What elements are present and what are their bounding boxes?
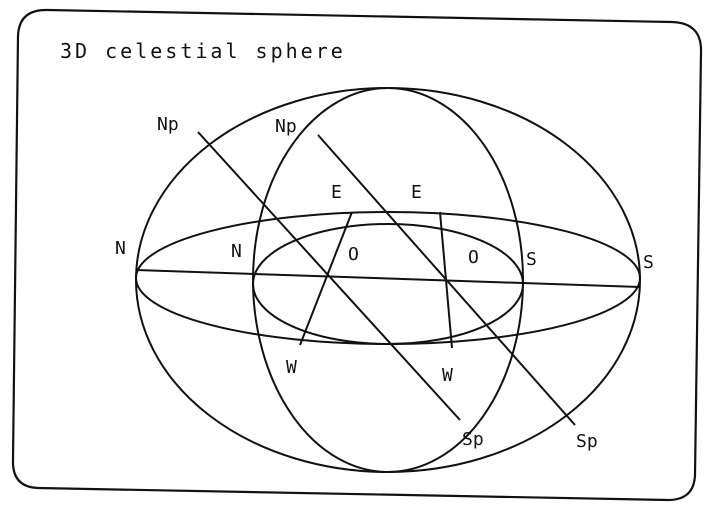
left-east-label: E: [331, 182, 342, 203]
right-north-label: N: [231, 241, 242, 262]
diagram-frame: [11, 8, 703, 502]
left-east-west-line: [299, 211, 353, 346]
right-observer-label: O: [468, 247, 479, 268]
right-east-label: E: [411, 182, 422, 203]
left-north-label: N: [115, 238, 126, 259]
left-north-pole-label: Np: [157, 114, 179, 135]
diagram-title: 3D celestial sphere: [60, 39, 346, 63]
left-south-pole-label: Sp: [462, 429, 484, 450]
right-horizon-ellipse: [252, 223, 524, 345]
left-north-south-line: [135, 269, 641, 288]
right-north-pole-label: Np: [275, 116, 297, 137]
right-east-west-line: [439, 211, 453, 349]
right-south-pole-label: Sp: [576, 431, 598, 452]
right-west-label: W: [442, 365, 453, 386]
right-south-label: S: [526, 249, 537, 270]
right-sphere-outline: [252, 87, 524, 473]
left-west-label: W: [286, 357, 297, 378]
left-polar-axis: [197, 131, 461, 421]
left-south-label: S: [643, 252, 654, 273]
left-observer-label: O: [348, 244, 359, 265]
